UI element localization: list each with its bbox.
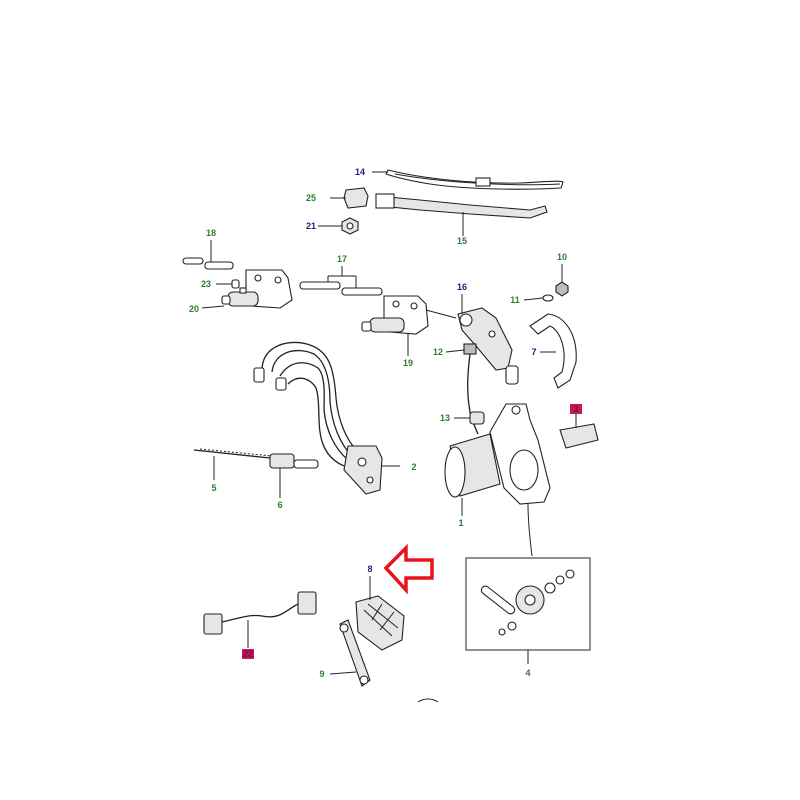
wiring-harness-part-2[interactable] [253, 341, 400, 495]
callout-label-11[interactable]: 11 [510, 295, 520, 305]
wiper-blade-part[interactable] [372, 169, 564, 190]
callout-label-5[interactable]: 5 [211, 483, 216, 493]
callout-label-19[interactable]: 19 [403, 358, 413, 368]
gear-kit-inset-part-4[interactable] [465, 557, 591, 664]
callout-label-20[interactable]: 20 [189, 304, 199, 314]
callout-label-2[interactable]: 2 [411, 462, 416, 472]
harness-lead-part-22[interactable] [203, 591, 317, 648]
callout-label-4[interactable]: 4 [525, 668, 530, 678]
callout-label-13[interactable]: 13 [440, 413, 450, 423]
callout-label-17[interactable]: 17 [337, 254, 347, 264]
callout-label-8[interactable]: 8 [367, 564, 372, 574]
pedestal-part-8[interactable] [355, 576, 405, 651]
wiper-motor-part-1[interactable] [444, 403, 551, 557]
wheelbox-left-part[interactable] [201, 269, 293, 309]
callout-label-16[interactable]: 16 [457, 282, 467, 292]
mount-bracket-part-3[interactable] [559, 414, 599, 449]
callout-label-15[interactable]: 15 [457, 236, 467, 246]
cap-part[interactable] [330, 187, 369, 209]
washer-part-11[interactable] [523, 294, 554, 302]
partial-part-outline [417, 698, 439, 703]
strap-bracket-part-7[interactable] [529, 313, 577, 389]
callout-label-3[interactable]: 3 [573, 404, 578, 414]
callout-label-25[interactable]: 25 [306, 193, 316, 203]
callout-label-7[interactable]: 7 [531, 347, 536, 357]
nut-part[interactable] [318, 217, 359, 235]
callout-highlight-box [570, 404, 582, 414]
callout-label-22[interactable]: 22 [243, 649, 253, 659]
callout-label-10[interactable]: 10 [557, 252, 567, 262]
cable-ferrule-part-6[interactable] [269, 453, 319, 498]
callout-label-12[interactable]: 12 [433, 347, 443, 357]
callout-label-1[interactable]: 1 [458, 518, 463, 528]
gearbox-housing-part[interactable] [457, 294, 519, 385]
clip-part-23[interactable] [216, 279, 240, 289]
connector-part-12[interactable] [445, 343, 479, 435]
wiper-arm-part[interactable] [375, 193, 548, 236]
link-arm-part-9[interactable] [329, 619, 371, 687]
pins-part-18[interactable] [182, 240, 234, 270]
callout-highlight-box [242, 649, 254, 659]
grommet-part-13[interactable] [454, 411, 485, 425]
highlight-arrow-icon [383, 543, 434, 595]
callout-label-6[interactable]: 6 [277, 500, 282, 510]
callout-label-9[interactable]: 9 [319, 669, 324, 679]
callout-label-18[interactable]: 18 [206, 228, 216, 238]
callout-label-23[interactable]: 23 [201, 279, 211, 289]
callout-label-14[interactable]: 14 [355, 167, 365, 177]
tubes-part-17[interactable] [299, 266, 383, 296]
wheelbox-centre-part[interactable] [361, 295, 457, 356]
bolt-part-10[interactable] [555, 264, 569, 297]
drive-cable-part-5[interactable] [193, 448, 273, 480]
callout-label-21[interactable]: 21 [306, 221, 316, 231]
